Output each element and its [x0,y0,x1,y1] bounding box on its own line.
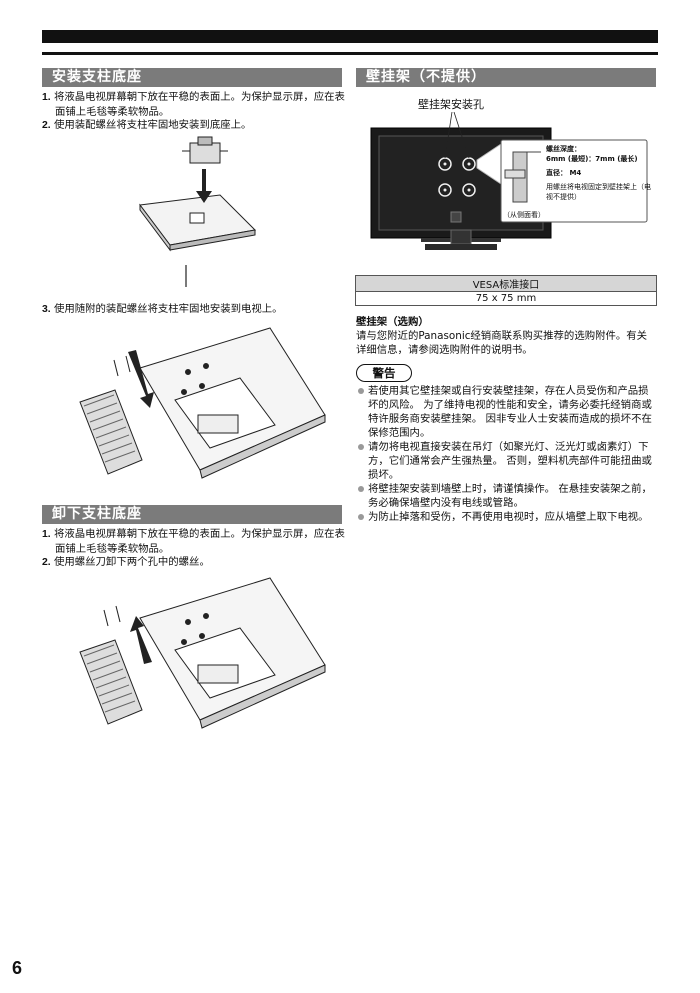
screw-diameter-label: 直径： [546,169,567,177]
step-text: 使用装配螺丝将支柱牢固地安装到底座上。 [53,119,252,131]
section-title-text: 壁挂架（不提供） [366,69,486,85]
section-title-text: 安装支柱底座 [52,69,142,85]
side-view-caption: （从侧面看） [503,211,545,219]
step-3: 3. 使用随附的装配螺丝将支柱牢固地安装到电视上。 [42,302,345,317]
page-number: 6 [12,958,23,978]
remove-step-2: 2. 使用螺丝刀卸下两个孔中的螺丝。 [42,555,345,570]
tv-attach-illustration [79,327,326,479]
screw-spec-box: 螺丝深度： 6mm (最短)：7mm (最长) 直径： M4 用螺丝将电视固定到… [546,144,651,202]
optional-bracket-title: 壁挂架（选购） [356,316,429,328]
step-number: 2. [42,120,51,131]
warning-item: 请勿将电视直接安装在吊灯（如聚光灯、泛光灯或卤素灯）下方，它们通常会产生强热量。… [356,440,656,482]
warning-list: 若使用其它壁挂架或自行安装壁挂架，存在人员受伤和产品损坏的风险。 为了维持电视的… [356,384,656,524]
screw-depth-label: 螺丝深度： [546,145,581,153]
remove-step-1: 1. 将液晶电视屏幕朝下放在平稳的表面上。为保护显示屏，应在表面铺上毛毯等柔软物… [42,527,345,556]
screw-fix-note: 用螺丝将电视固定到壁挂架上（电视不提供） [546,183,651,201]
header-bar [42,30,658,43]
warning-item: 若使用其它壁挂架或自行安装壁挂架，存在人员受伤和产品损坏的风险。 为了维持电视的… [356,384,656,440]
step-1: 1. 将液晶电视屏幕朝下放在平稳的表面上。为保护显示屏，应在表面铺上毛毯等柔软物… [42,90,345,119]
mounting-holes-label: 壁挂架安装孔 [418,98,484,111]
vesa-value: 75 x 75 mm [355,291,657,306]
warning-item: 为防止掉落和受伤，不再使用电视时，应从墙壁上取下电视。 [356,510,656,524]
stand-base-illustration [139,136,257,287]
section-title-remove-stand: 卸下支柱底座 [42,505,342,524]
step-text: 将液晶电视屏幕朝下放在平稳的表面上。为保护显示屏，应在表面铺上毛毯等柔软物品。 [53,528,345,555]
step-2: 2. 使用装配螺丝将支柱牢固地安装到底座上。 [42,118,345,133]
screw-diameter-value: M4 [569,169,582,177]
step-number: 1. [42,529,51,540]
optional-bracket-text: 请与您附近的Panasonic经销商联系购买推荐的选购附件。有关详细信息，请参阅… [356,330,648,356]
step-number: 3. [42,304,51,315]
section-title-text: 卸下支柱底座 [52,506,142,522]
vesa-header: VESA标准接口 [355,275,657,292]
step-text: 将液晶电视屏幕朝下放在平稳的表面上。为保护显示屏，应在表面铺上毛毯等柔软物品。 [53,91,345,118]
step-text: 使用随附的装配螺丝将支柱牢固地安装到电视上。 [53,303,283,315]
vesa-table: VESA标准接口 75 x 75 mm [355,275,657,306]
warning-badge: 警告 [356,364,412,382]
warning-label: 警告 [372,366,396,380]
warning-item: 将壁挂架安装到墙壁上时，请谨慎操作。 在悬挂安装架之前，务必确保墙壁内没有电线或… [356,482,656,510]
tv-remove-illustration [79,577,326,729]
step-number: 1. [42,92,51,103]
step-text: 使用螺丝刀卸下两个孔中的螺丝。 [53,556,210,568]
wall-mount-diagram [370,112,648,250]
step-number: 2. [42,557,51,568]
section-title-attach-stand: 安装支柱底座 [42,68,342,87]
section-title-wall-bracket: 壁挂架（不提供） [356,68,656,87]
screw-depth-value: 6mm (最短)：7mm (最长) [546,155,638,163]
header-rule [42,52,658,55]
